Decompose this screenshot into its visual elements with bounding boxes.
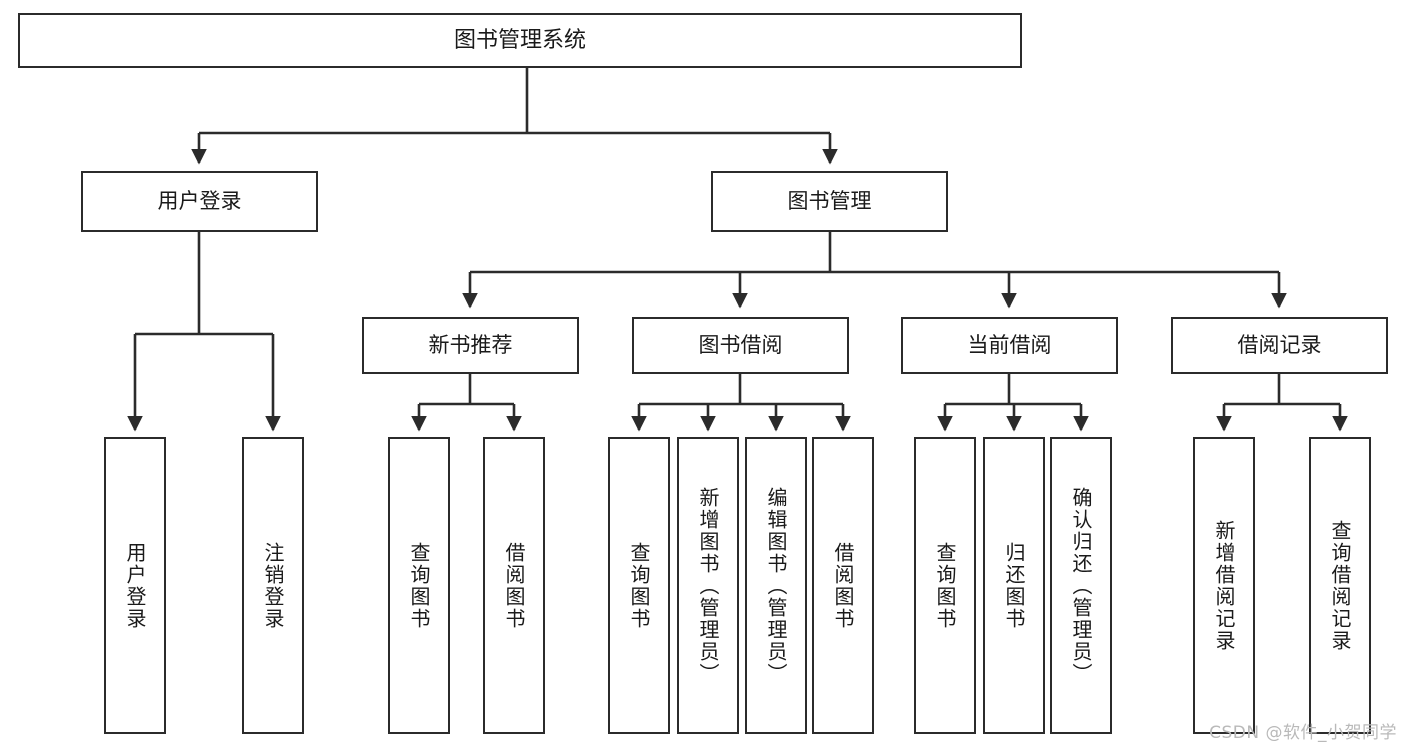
node-leaf-confirm-return[interactable]: 确认归还（管理员） bbox=[1050, 437, 1112, 734]
node-borrow-record[interactable]: 借阅记录 bbox=[1171, 317, 1388, 374]
node-leaf-add-book[interactable]: 新增图书（管理员） bbox=[677, 437, 739, 734]
node-leaf-borrow-book-2-label: 借阅图书 bbox=[831, 541, 855, 630]
node-leaf-query-book-1[interactable]: 查询图书 bbox=[388, 437, 450, 734]
node-current-borrow[interactable]: 当前借阅 bbox=[901, 317, 1118, 374]
node-leaf-query-record[interactable]: 查询借阅记录 bbox=[1309, 437, 1371, 734]
node-leaf-return-book-label: 归还图书 bbox=[1002, 541, 1026, 630]
node-book-manage-label: 图书管理 bbox=[787, 189, 872, 214]
node-leaf-query-book-3[interactable]: 查询图书 bbox=[914, 437, 976, 734]
watermark-text: CSDN @软件_小贺同学 bbox=[1209, 723, 1397, 743]
node-leaf-user-login[interactable]: 用户登录 bbox=[104, 437, 166, 734]
node-leaf-edit-book-label: 编辑图书（管理员） bbox=[764, 486, 788, 685]
node-borrow-record-label: 借阅记录 bbox=[1237, 333, 1322, 358]
node-root[interactable]: 图书管理系统 bbox=[18, 13, 1022, 68]
node-leaf-confirm-return-label: 确认归还（管理员） bbox=[1069, 486, 1093, 685]
node-leaf-add-record-label: 新增借阅记录 bbox=[1212, 519, 1236, 652]
node-leaf-edit-book[interactable]: 编辑图书（管理员） bbox=[745, 437, 807, 734]
node-leaf-query-book-2[interactable]: 查询图书 bbox=[608, 437, 670, 734]
node-leaf-borrow-book-2[interactable]: 借阅图书 bbox=[812, 437, 874, 734]
node-root-label: 图书管理系统 bbox=[453, 27, 586, 53]
node-new-book-recommend-label: 新书推荐 bbox=[428, 333, 513, 358]
node-leaf-query-record-label: 查询借阅记录 bbox=[1328, 519, 1352, 652]
node-leaf-add-book-label: 新增图书（管理员） bbox=[696, 486, 720, 685]
node-leaf-logout-login[interactable]: 注销登录 bbox=[242, 437, 304, 734]
node-current-borrow-label: 当前借阅 bbox=[967, 333, 1052, 358]
node-leaf-add-record[interactable]: 新增借阅记录 bbox=[1193, 437, 1255, 734]
node-leaf-return-book[interactable]: 归还图书 bbox=[983, 437, 1045, 734]
node-user-login[interactable]: 用户登录 bbox=[81, 171, 318, 232]
node-book-borrow-label: 图书借阅 bbox=[698, 333, 783, 358]
node-leaf-borrow-book-1-label: 借阅图书 bbox=[502, 541, 526, 630]
node-user-login-label: 用户登录 bbox=[157, 189, 242, 214]
node-leaf-query-book-3-label: 查询图书 bbox=[933, 541, 957, 630]
node-leaf-query-book-2-label: 查询图书 bbox=[627, 541, 651, 630]
node-book-manage[interactable]: 图书管理 bbox=[711, 171, 948, 232]
node-leaf-user-login-label: 用户登录 bbox=[123, 541, 147, 630]
node-leaf-borrow-book-1[interactable]: 借阅图书 bbox=[483, 437, 545, 734]
node-book-borrow[interactable]: 图书借阅 bbox=[632, 317, 849, 374]
node-new-book-recommend[interactable]: 新书推荐 bbox=[362, 317, 579, 374]
node-leaf-query-book-1-label: 查询图书 bbox=[407, 541, 431, 630]
node-leaf-logout-login-label: 注销登录 bbox=[261, 541, 285, 630]
